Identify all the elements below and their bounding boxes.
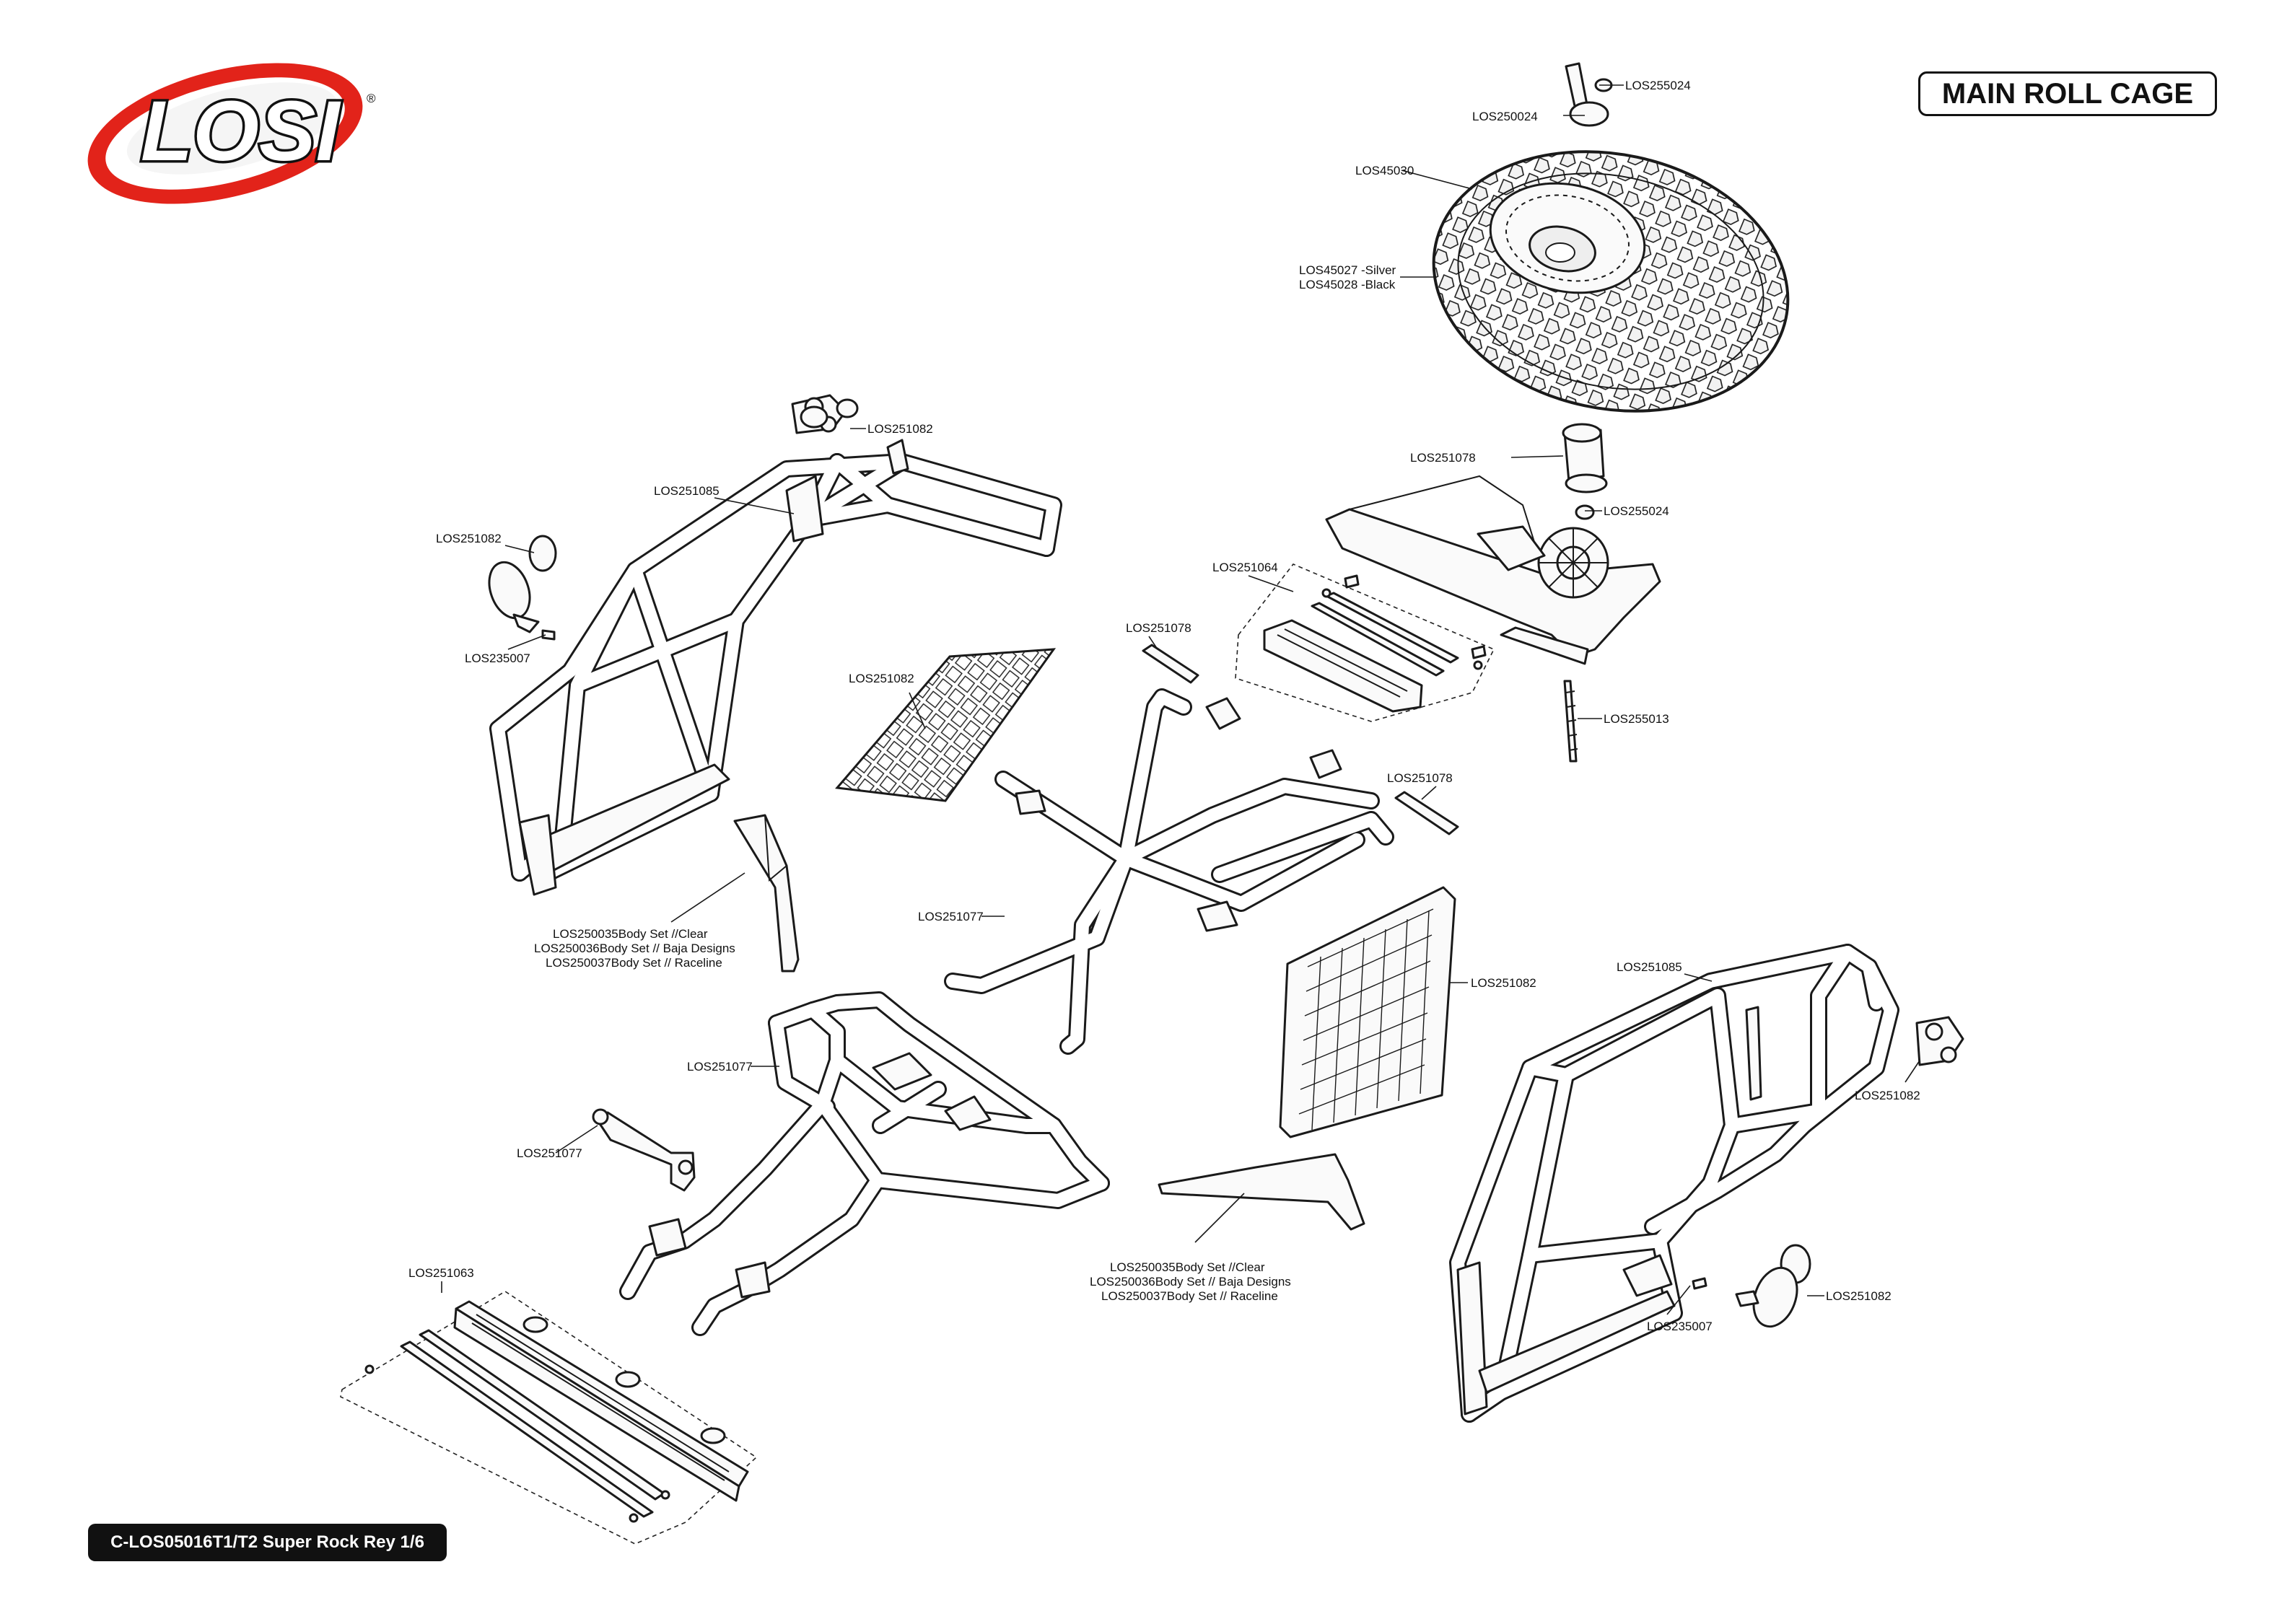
callout-label: LOS250037Body Set // Raceline (546, 956, 722, 970)
callout-label: LOS251077 (918, 910, 984, 923)
page-title-box: MAIN ROLL CAGE (1918, 71, 2217, 116)
callout-label: LOS255024 (1625, 79, 1691, 92)
callout-label: LOS251082 (1471, 976, 1536, 990)
roll-cage-left (489, 439, 1062, 896)
callout-label: LOS45028 -Black (1299, 278, 1396, 291)
kit-label: C-LOS05016T1/T2 Super Rock Rey 1/6 (88, 1524, 447, 1561)
net-panel-right (1279, 886, 1456, 1138)
callout-label: LOS251082 (867, 422, 933, 436)
callout-label: LOS251064 (1212, 561, 1278, 574)
callout-label: LOS255013 (1604, 712, 1669, 726)
callout-label: LOS250035Body Set //Clear (553, 927, 708, 941)
small-brace (592, 1108, 696, 1192)
center-crossbar (944, 644, 1459, 1055)
tire-wheel (1432, 150, 1790, 413)
losi-logo: LOSI ® (87, 63, 376, 204)
body-panel-right (1158, 1153, 1365, 1231)
callout-label: LOS235007 (465, 651, 530, 665)
callout-label: LOS251078 (1126, 621, 1191, 635)
callout-label: LOS250036Body Set // Baja Designs (534, 942, 735, 955)
light-bar-front (340, 1291, 758, 1545)
callouts: LOS255024 LOS250024 LOS45030 LOS45027 -S… (408, 79, 1920, 1333)
callout-label: LOS251077 (687, 1060, 753, 1074)
callout-label: LOS251078 (1387, 771, 1453, 785)
callout-label: LOS251082 (849, 672, 914, 685)
callout-label: LOS251082 (436, 532, 502, 545)
callout-label: LOS235007 (1647, 1320, 1713, 1333)
callout-label: LOS251085 (654, 484, 720, 498)
body-panel-left (733, 814, 800, 973)
page-title: MAIN ROLL CAGE (1941, 77, 2194, 110)
registered-mark: ® (367, 92, 376, 105)
callout-label: LOS45030 (1355, 164, 1414, 177)
callout-label: LOS251078 (1410, 451, 1476, 465)
callout-label: LOS250036Body Set // Baja Designs (1090, 1275, 1291, 1289)
hinge-part-right (1915, 1016, 1964, 1066)
mirror-right (1692, 1244, 1811, 1328)
callout-label: LOS255024 (1604, 504, 1669, 518)
callout-label: LOS251063 (408, 1266, 474, 1280)
rear-frame (619, 991, 1110, 1336)
light-bar-top (1235, 563, 1495, 722)
mirror-left (488, 535, 557, 641)
callout-label: LOS251082 (1855, 1089, 1920, 1102)
callout-label: LOS251085 (1617, 960, 1682, 974)
logo-wordmark: LOSI (141, 84, 341, 179)
callout-label: LOS251077 (517, 1146, 582, 1160)
callout-label: LOS250024 (1472, 110, 1538, 123)
spare-carrier (1325, 423, 1661, 763)
callout-label: LOS250037Body Set // Raceline (1101, 1289, 1278, 1303)
callout-label: LOS251082 (1826, 1289, 1892, 1303)
leader-lines (441, 84, 1920, 1315)
callout-label: LOS45027 -Silver (1299, 263, 1396, 277)
spare-mount-top (1565, 62, 1613, 127)
callout-label: LOS250035Body Set //Clear (1110, 1260, 1265, 1274)
door-latch-left (800, 398, 859, 429)
roll-cage-right (1449, 944, 1899, 1423)
kit-label-text: C-LOS05016T1/T2 Super Rock Rey 1/6 (110, 1532, 424, 1552)
screws (1344, 574, 1487, 659)
